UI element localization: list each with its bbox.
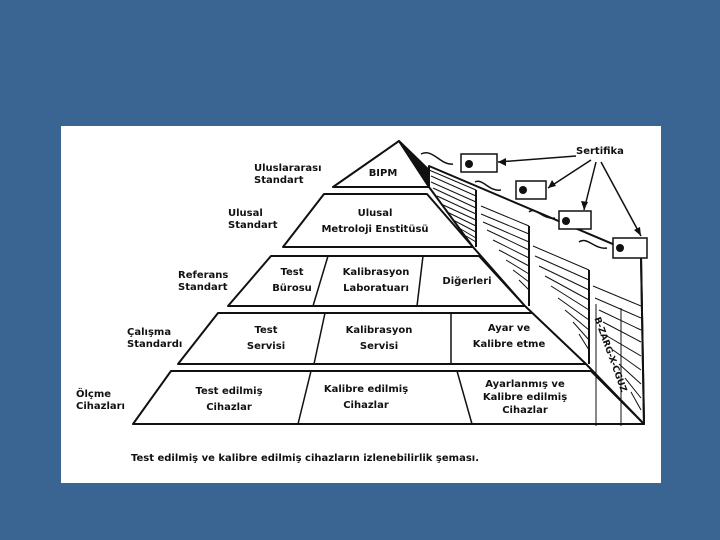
cell-bipm-text: BIPM xyxy=(368,168,398,179)
cell-kalibre-edilmis-line-1: Kalibre edilmiş xyxy=(323,384,409,395)
cell-kalibre-edilmis-line-2: Cihazlar xyxy=(343,400,389,411)
cell-kalibrasyon-servisi-line-1: Kalibrasyon xyxy=(345,325,413,336)
cell-test-servisi: Test Servisi xyxy=(226,323,306,355)
level-1-label-line-2: Standart xyxy=(254,175,304,186)
cell-digerleri: Diğerleri xyxy=(427,274,507,290)
cell-kalibrasyon-lab: Kalibrasyon Laboratuarı xyxy=(333,265,419,297)
cell-digerleri-text: Diğerleri xyxy=(442,276,492,287)
cell-ulusal-line-1: Ulusal xyxy=(357,208,393,219)
cell-ayar-kalibre-line-2: Kalibre etme xyxy=(472,339,546,350)
cell-test-edilmis-line-2: Cihazlar xyxy=(206,402,252,413)
cell-kalibrasyon-lab-line-2: Laboratuarı xyxy=(343,283,409,294)
pyramid-drawing xyxy=(132,140,648,426)
level-5-label-line-2: Cihazları xyxy=(76,401,125,412)
cell-ayarlanmis: Ayarlanmış ve Kalibre edilmiş Cihazlar xyxy=(469,378,581,417)
cell-ayarlanmis-line-2: Kalibre edilmiş xyxy=(482,392,568,403)
level-3-label-line-2: Standart xyxy=(178,282,228,293)
cell-kalibrasyon-servisi: Kalibrasyon Servisi xyxy=(329,323,429,355)
arrow-heads xyxy=(498,158,641,236)
pyramid-tier-3 xyxy=(227,255,526,307)
cell-test-edilmis: Test edilmiş Cihazlar xyxy=(179,384,279,416)
level-1-label-line-1: Uluslararası xyxy=(254,163,322,174)
cell-test-servisi-line-1: Test xyxy=(254,325,278,336)
cell-test-burosu: Test Bürosu xyxy=(261,265,323,297)
cell-ulusal-line-2: Metroloji Enstitüsü xyxy=(321,224,429,235)
level-4-label-line-1: Çalışma xyxy=(127,327,172,338)
traceability-diagram: Uluslararası Standart Ulusal Standart Re… xyxy=(61,126,661,483)
cell-test-servisi-line-2: Servisi xyxy=(246,341,286,352)
level-1-label: Uluslararası Standart xyxy=(254,163,322,187)
cell-test-burosu-line-1: Test xyxy=(280,267,304,278)
cell-bipm: BIPM xyxy=(363,166,403,182)
level-2-label-line-1: Ulusal xyxy=(228,208,263,219)
level-5-label: Ölçme Cihazları xyxy=(76,389,125,413)
cell-kalibrasyon-lab-line-1: Kalibrasyon xyxy=(342,267,410,278)
cell-ayar-kalibre: Ayar ve Kalibre etme xyxy=(459,321,559,353)
cell-ayarlanmis-line-1: Ayarlanmış ve xyxy=(485,379,565,390)
level-4-label: Çalışma Standardı xyxy=(127,327,182,351)
cell-ayar-kalibre-line-1: Ayar ve xyxy=(487,323,531,334)
level-2-label-line-2: Standart xyxy=(228,220,278,231)
certificate-icon-4 xyxy=(612,237,648,259)
cell-test-edilmis-line-1: Test edilmiş xyxy=(195,386,263,397)
certificate-label: Sertifika xyxy=(576,146,624,157)
side-label-frame xyxy=(595,304,622,426)
level-2-label: Ulusal Standart xyxy=(228,208,277,232)
cell-ulusal-metroloji: Ulusal Metroloji Enstitüsü xyxy=(305,206,445,238)
level-5-label-line-1: Ölçme xyxy=(76,389,112,400)
certificate-arrows xyxy=(420,152,642,249)
cell-kalibrasyon-servisi-line-2: Servisi xyxy=(359,341,399,352)
cell-test-burosu-line-2: Bürosu xyxy=(272,283,312,294)
level-3-label-line-1: Referans xyxy=(178,270,229,281)
certificate-seals xyxy=(465,160,624,252)
pyramid-tier-5 xyxy=(132,370,645,425)
level-4-label-line-2: Standardı xyxy=(127,339,183,350)
pyramid-tier-2 xyxy=(282,193,474,248)
cell-kalibre-edilmis: Kalibre edilmiş Cihazlar xyxy=(311,382,421,414)
level-3-label: Referans Standart xyxy=(178,270,228,294)
side-hatching xyxy=(428,169,642,411)
certificate-icon-2 xyxy=(515,180,547,200)
cell-ayarlanmis-line-3: Cihazlar xyxy=(502,405,548,416)
diagram-caption: Test edilmiş ve kalibre edilmiş cihazlar… xyxy=(131,453,480,464)
